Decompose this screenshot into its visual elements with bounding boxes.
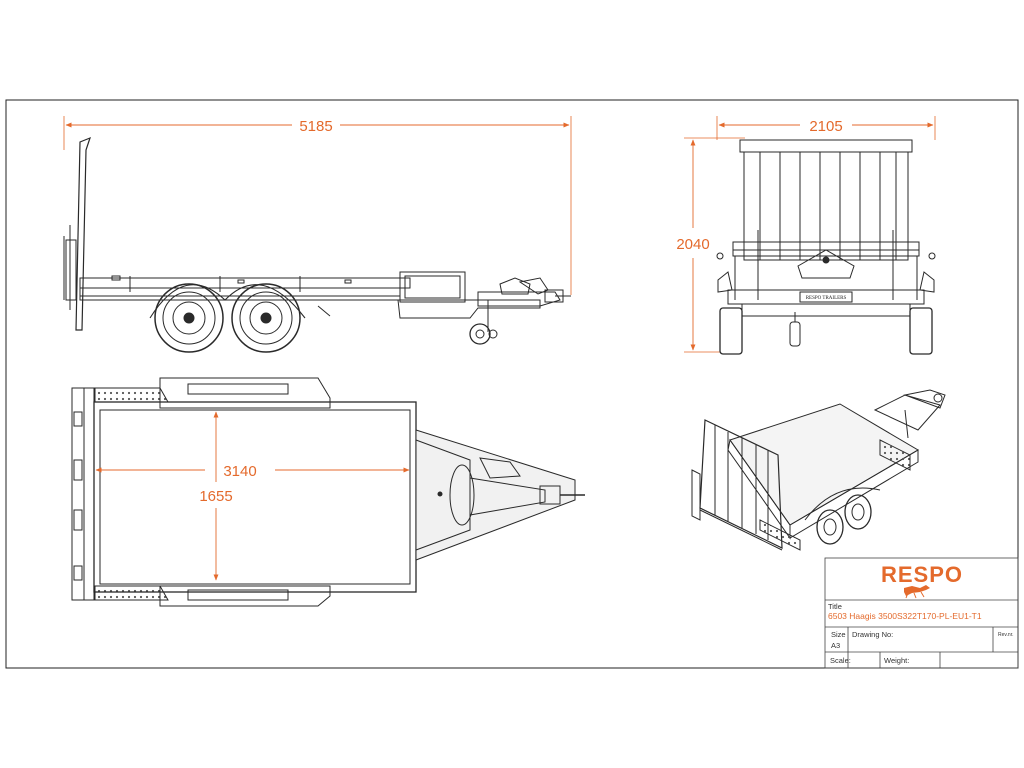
top-view: 3140 1655 xyxy=(71,377,585,607)
width-dimension-label: 2105 xyxy=(809,118,842,135)
bed-width-dimension-label: 1655 xyxy=(199,488,232,505)
isometric-view xyxy=(691,389,946,551)
rear-plate-text: RESPO TRAILERS xyxy=(806,296,847,301)
length-dimension: 5185 xyxy=(63,116,572,295)
horse-logo-icon xyxy=(904,585,930,599)
rear-view: 2105 2040 RESPO TRAILERS xyxy=(676,116,936,355)
wheel-rear xyxy=(231,283,301,353)
bed-length-dimension: 3140 xyxy=(95,463,410,480)
height-dimension-label: 2040 xyxy=(676,236,709,253)
brand-logo-text: RESPO xyxy=(881,562,963,587)
drawing-frame xyxy=(5,99,1019,669)
length-dimension-label: 5185 xyxy=(299,118,332,135)
title-label: Title xyxy=(828,602,842,611)
drawing-no-label: Drawing No: xyxy=(852,630,893,639)
width-dimension: 2105 xyxy=(716,116,936,140)
size-label: Size xyxy=(831,630,846,639)
scale-label: Scale: xyxy=(830,656,851,665)
bed-length-dimension-label: 3140 xyxy=(223,463,256,480)
wheel-front xyxy=(154,283,224,353)
height-dimension: 2040 xyxy=(676,137,745,353)
side-view: 5185 xyxy=(63,116,572,353)
rev-label: Rev.nr. xyxy=(998,632,1013,638)
bed-width-dimension: 1655 xyxy=(199,411,233,581)
size-value: A3 xyxy=(831,641,840,650)
weight-label: Weight: xyxy=(884,656,909,665)
title-value: 6503 Haagis 3500S322T170-PL-EU1-T1 xyxy=(828,611,982,621)
title-block: RESPO Title 6503 Haagis 3500S322T170-PL-… xyxy=(824,557,1019,669)
